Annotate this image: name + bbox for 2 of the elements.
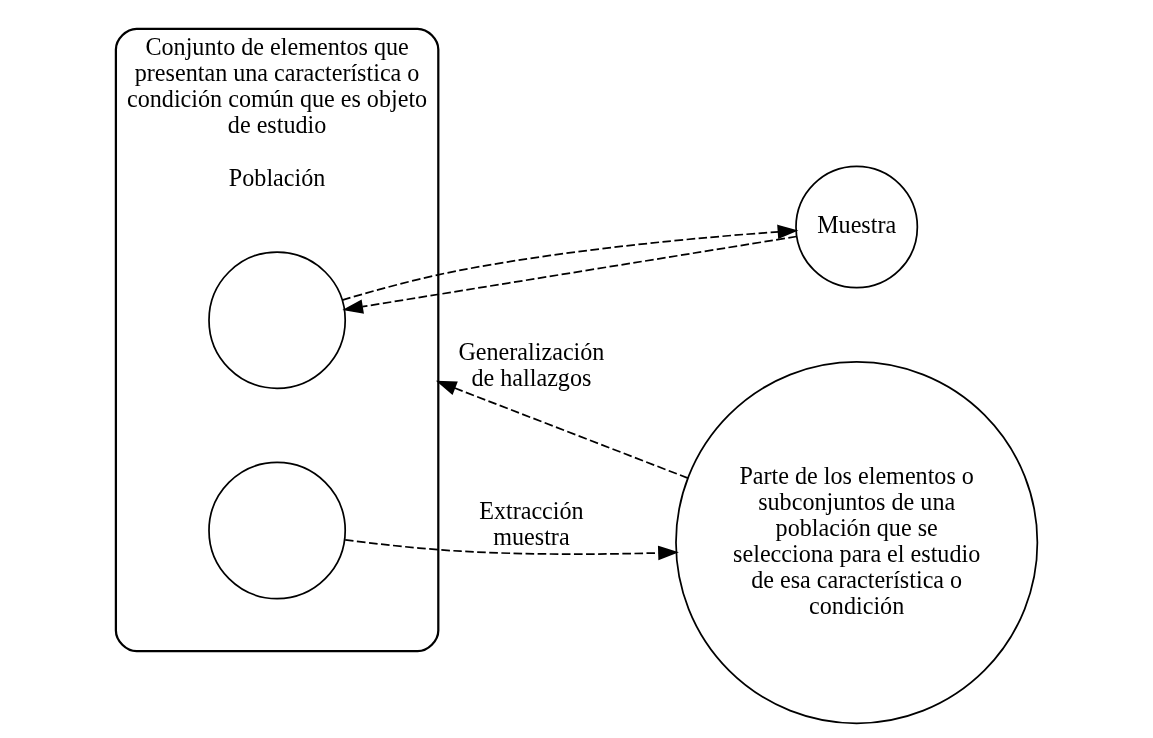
edge-label: Generalización de hallazgos	[458, 338, 605, 392]
edge-label: Extracción muestra	[479, 496, 584, 550]
